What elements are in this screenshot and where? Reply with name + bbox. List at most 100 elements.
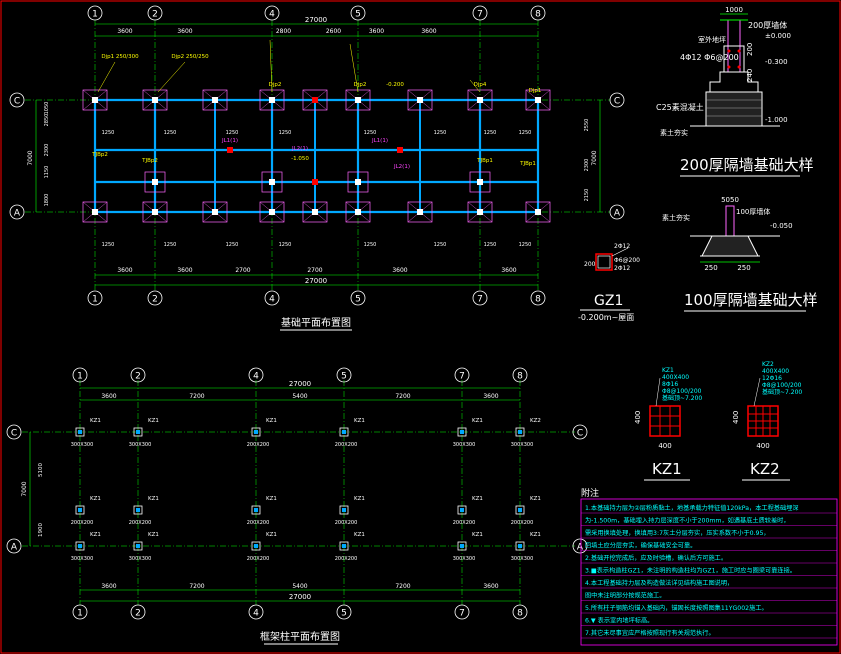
callout-2: Djp2 <box>269 82 282 88</box>
top-left-dim-3: 1150 <box>44 166 50 179</box>
col-label-B-3: KZ1 <box>354 496 365 502</box>
top-axis-right-C-circle <box>609 92 625 108</box>
wall200-title: 200厚隔墙基础大样 <box>680 156 814 174</box>
top-dim-bot-3: 2700 <box>307 267 322 274</box>
note-line-2: 需采用换填处理，换填用3:7灰土分层夯实，压实系数不小于0.95， <box>585 529 770 537</box>
top-axis-top-1-label: 1 <box>92 10 98 20</box>
col-size-C-3: 200X200 <box>335 442 358 448</box>
gz1-sub: -0.200m~屋面 <box>578 313 634 322</box>
col-core-C-2 <box>254 430 258 434</box>
column-0-6 <box>417 97 423 103</box>
note-line-4: 2.基础开挖完成后，应及时验槽，确认后方可施工。 <box>585 554 727 562</box>
footing-dim-top-5: 1250 <box>434 130 447 136</box>
col-A-0 <box>75 541 85 551</box>
leader-4 <box>469 79 481 93</box>
col-dim-top-2: 5400 <box>292 393 307 400</box>
col-core-A-5 <box>518 544 522 548</box>
top-dim-top-3: 2600 <box>326 28 341 35</box>
top-dim-top-4: 3600 <box>369 28 384 35</box>
col-size-C-1: 300X300 <box>129 442 152 448</box>
column-1-1 <box>152 209 158 215</box>
col-size-A-4: 300X300 <box>453 556 476 562</box>
footing-1-1 <box>142 201 168 223</box>
callout-5: Djp1 <box>529 88 542 94</box>
col-core-A-3 <box>342 544 346 548</box>
col-A-2 <box>251 541 261 551</box>
kz1-label-2: 400X400 <box>662 374 689 381</box>
wall100-label-wall: 100厚墙体 <box>736 207 770 216</box>
col-size-B-0: 200X200 <box>71 520 94 526</box>
kz2-label-2: 400X400 <box>762 368 789 375</box>
column-1-3 <box>269 209 275 215</box>
col-C-5 <box>515 427 525 437</box>
column-1-4 <box>312 209 318 215</box>
top-axis-left-C-circle <box>9 92 25 108</box>
col-B-3 <box>339 505 349 515</box>
col-axis-bot-4-circle <box>248 604 264 620</box>
wall-200-detail: 1000 200 240 200厚墙体 室外地坪 4Φ12 Φ6@200 C25… <box>656 6 814 177</box>
elev-note-0: -1.050 <box>291 156 309 162</box>
callout-0: Djp1 250/300 <box>101 54 139 60</box>
kz2-label-5: 基础顶~7.200 <box>762 388 802 396</box>
col-axis-top-4-circle <box>248 367 264 383</box>
gz1-label-2: Φ6@200 <box>614 257 640 264</box>
top-right-dim-0: 2550 <box>584 119 590 132</box>
col-axis-top-5-label: 5 <box>341 372 347 382</box>
column-1-0 <box>92 209 98 215</box>
top-dim-top-1: 3600 <box>177 28 192 35</box>
col-label-B-4: KZ1 <box>472 496 483 502</box>
wall200-label-concrete: C25素混凝土 <box>656 102 704 112</box>
footing-0-7 <box>467 89 493 111</box>
note-line-9: 6.▼ 表示室内地坪标高。 <box>585 617 653 625</box>
col-axis-right-C-label: C <box>577 429 583 439</box>
wall100-title: 100厚隔墙基础大样 <box>684 291 818 309</box>
top-axis-right-C-label: C <box>614 97 620 107</box>
column-1-8 <box>535 209 541 215</box>
col-core-C-5 <box>518 430 522 434</box>
footing-dim-top-0: 1250 <box>102 130 115 136</box>
notes-block: 附注 1.本基础持力层为②层粉质黏土，地基承载力特征值120kPa，本工程基础埋… <box>580 487 838 646</box>
top-left-dim-0: 2850 <box>44 114 50 127</box>
col-axis-right-A-circle <box>572 538 588 554</box>
leader-3 <box>349 43 359 93</box>
callout-4: Djp4 <box>474 82 487 88</box>
top-axis-bot-4-circle <box>264 290 280 306</box>
top-axis-top-8-circle <box>530 5 546 21</box>
callout-7: JL2(1) <box>291 146 308 152</box>
gz1-label-1: 2Φ12 <box>614 243 630 250</box>
col-label-B-0: KZ1 <box>90 496 101 502</box>
col-label-C-3: KZ1 <box>354 418 365 424</box>
col-label-A-3: KZ1 <box>354 532 365 538</box>
kz1-detail: KZ1 400X400 8Φ16 Φ8@100/200 基础顶~7.200 40… <box>634 367 702 481</box>
col-size-B-3: 200X200 <box>335 520 358 526</box>
col-B-5 <box>515 505 525 515</box>
col-axis-top-5-circle <box>336 367 352 383</box>
footing-dim-bot-7: 1250 <box>519 242 532 248</box>
col-label-A-1: KZ1 <box>148 532 159 538</box>
col-axis-top-2-label: 2 <box>135 372 141 382</box>
footing-0-0 <box>82 89 108 111</box>
footing-dim-bot-2: 1250 <box>226 242 239 248</box>
footing-dim-bot-6: 1250 <box>484 242 497 248</box>
col-core-B-2 <box>254 508 258 512</box>
col-axis-right-C-circle <box>572 424 588 440</box>
col-core-C-3 <box>342 430 346 434</box>
top-axis-top-7-circle <box>472 5 488 21</box>
col-core-A-0 <box>78 544 82 548</box>
col-axis-bot-2-circle <box>130 604 146 620</box>
gz-marker-0 <box>312 97 318 103</box>
kz2-dim-bottom: 400 <box>756 442 769 450</box>
top-dim-top-5: 3600 <box>421 28 436 35</box>
top-axis-top-5-label: 5 <box>355 10 361 20</box>
col-core-A-2 <box>254 544 258 548</box>
col-C-0 <box>75 427 85 437</box>
column-1-6 <box>417 209 423 215</box>
note-line-5: 3.■表示构造柱GZ1，未注明的构造柱均为GZ1，施工时应与圈梁可靠连接。 <box>585 567 796 575</box>
note-line-10: 7.其它未尽事宜应严格按照现行有关规范执行。 <box>585 629 715 637</box>
wall200-label-rebar: 4Φ12 Φ6@200 <box>680 53 739 62</box>
col-core-C-1 <box>136 430 140 434</box>
col-size-A-2: 200X200 <box>247 556 270 562</box>
wall100-elev: -0.050 <box>770 222 793 230</box>
